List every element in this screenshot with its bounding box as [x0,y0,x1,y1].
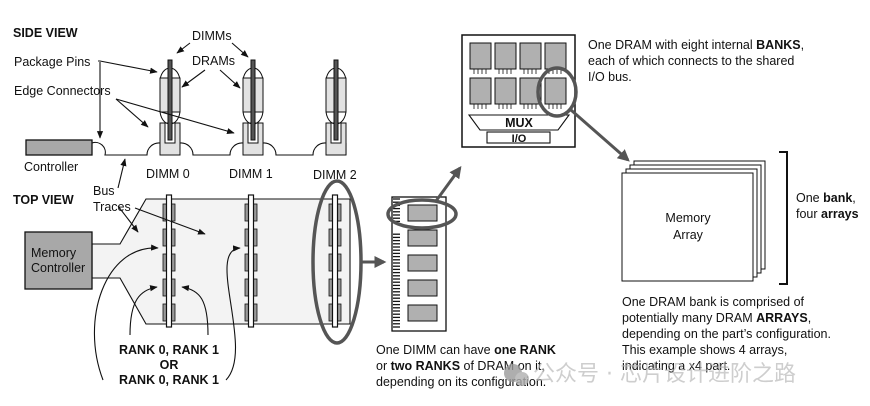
bank-highlight [536,66,578,118]
bus-traces-label-line2: Traces [93,200,131,214]
dimm-caption-line3: depending on its configuration. [376,375,546,389]
controller-label: Controller [24,160,78,174]
top-view-title: TOP VIEW [13,193,74,207]
memory-array-label-line2: Array [673,228,704,242]
dram-caption-line2: each of which connects to the shared [588,54,794,68]
dimm-dram-chip [407,304,438,322]
bank-caption-line3: depending on the part’s configuration. [622,327,831,341]
package-pins-label: Package Pins [14,55,90,69]
dimm-board [247,194,255,328]
memory-controller-label-line2: Controller [31,261,85,275]
memory-array-0 [621,172,754,282]
mux-label: MUX [505,116,533,130]
rank-label-line3: RANK 0, RANK 1 [119,373,219,387]
edge-connectors-label: Edge Connectors [14,84,111,98]
side-view-title: SIDE VIEW [13,26,78,40]
dram-bank [544,77,567,105]
dram-detail: MUX I/O One DRAM with eight internal BAN… [461,34,804,162]
dimm-board [165,194,173,328]
bank-detail: Memory Array One bank, four arrays One D… [621,151,859,373]
side-view: SIDE VIEW DIMMs DRAMs Package Pins Edge … [13,26,357,189]
rank-label-line2: OR [160,358,179,372]
watermark: 公众号 · 芯片设计进阶之路 [504,362,796,387]
dimm-1-label: DIMM 1 [229,167,273,181]
side-controller-block [25,139,93,156]
bus-trace-area [91,198,351,325]
memory-controller-label-line1: Memory [31,246,77,260]
dimm-dram-chip [407,279,438,297]
dimm-detail: One DIMM can have one RANK or two RANKS … [376,166,556,389]
dram-bank [519,77,542,105]
dimms-label: DIMMs [192,29,232,43]
top-dimm-0 [162,194,176,328]
side-dimm-0 [159,59,181,156]
mux-block [467,114,571,131]
memory-array-label-line1: Memory [665,211,711,225]
top-dimm-1 [244,194,258,328]
side-dimm-1 [242,59,264,156]
dram-bank [519,42,542,70]
dimm-board [333,59,339,141]
bank-caption-line5: indicating a x4 part. [622,359,730,373]
dimm-caption-line1: One DIMM can have one RANK [376,343,556,357]
side-bus-line [91,141,347,156]
memory-controller-block [24,231,93,290]
dram-highlight [386,198,458,230]
watermark-text: 公众号 · 芯片设计进阶之路 [533,362,796,387]
dimm-dram-chip [407,229,438,247]
bank-bracket-label-line1: One bank, [796,191,856,205]
bank-caption-line4: This example shows 4 arrays, [622,343,787,357]
dram-bank [469,77,492,105]
dimm-caption-line2: or two RANKS of DRAM on it, [376,359,545,373]
dimm-dram-chip [407,204,438,222]
dram-bank [494,77,517,105]
dimm-0-label: DIMM 0 [146,167,190,181]
dram-caption-line1: One DRAM with eight internal BANKS, [588,38,804,52]
side-dimm-2 [325,59,347,156]
io-label: I/O [512,133,527,145]
dimm-board [250,59,256,141]
wechat-icon [504,364,529,386]
bank-caption-line2: potentially many DRAM ARRAYS, [622,311,811,325]
dram-bank [469,42,492,70]
dram-caption-line3: I/O bus. [588,70,632,84]
dimm-2-label: DIMM 2 [313,168,357,182]
bank-bracket-label-line2: four arrays [796,207,859,221]
dimm-board [167,59,173,141]
dimm-dram-chip [407,254,438,272]
bank-bracket [779,151,788,285]
io-block [486,131,551,144]
top-dimm-2 [328,194,342,328]
dram-bank [544,42,567,70]
bus-traces-label-line1: Bus [93,184,115,198]
rank-label-line1: RANK 0, RANK 1 [119,343,219,357]
drams-label: DRAMs [192,54,235,68]
dram-bank [494,42,517,70]
top-view: TOP VIEW Bus Traces Memory Controller RA… [13,179,387,387]
bank-caption-line1: One DRAM bank is comprised of [622,295,805,309]
dimm-board [331,194,339,328]
